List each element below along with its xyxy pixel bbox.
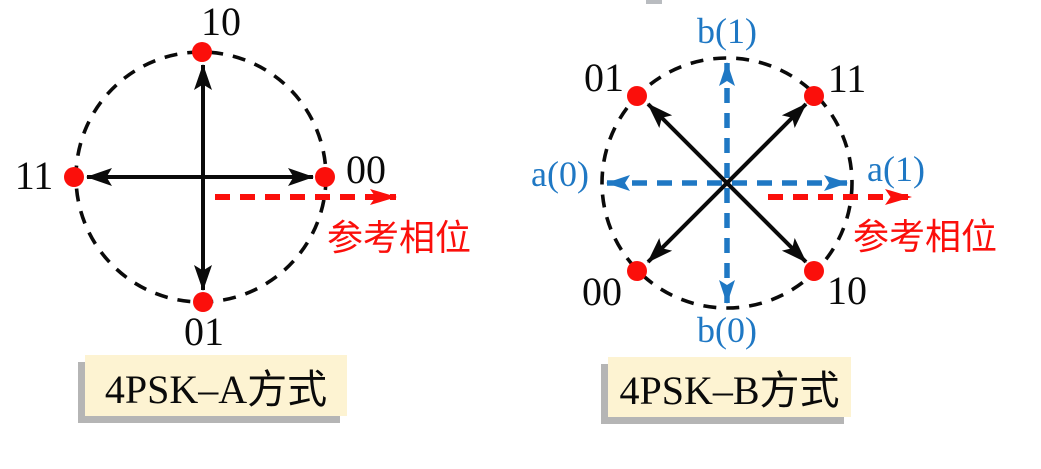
- bits-label-b-bottom-right: 10: [827, 268, 867, 313]
- bits-label-a-left: 11: [14, 153, 54, 198]
- bits-label-b-top-right: 11: [827, 56, 867, 101]
- bits-label-a-right: 00: [346, 147, 386, 192]
- caption-text-a: 4PSK–A方式: [104, 366, 328, 412]
- bits-label-a-top: 10: [201, 0, 241, 44]
- crop-artifact: [646, 0, 662, 4]
- vector-diagonal-se: [646, 102, 808, 264]
- point-b-bottom-right: [804, 261, 824, 281]
- point-b-top-right: [804, 86, 824, 106]
- axis-label-a0: a(0): [531, 154, 589, 194]
- axis-label-b1: b(1): [697, 11, 757, 51]
- reference-phase-label-a: 参考相位: [327, 218, 472, 258]
- reference-phase-label-b: 参考相位: [853, 217, 998, 257]
- point-a-right: [315, 167, 335, 187]
- point-a-bottom: [193, 292, 213, 312]
- point-b-top-left: [627, 86, 647, 106]
- bits-label-b-top-left: 01: [584, 55, 624, 100]
- diagram-a: [64, 42, 397, 312]
- diagram-b: [600, 56, 912, 310]
- caption-box-b: 4PSK–B方式: [608, 357, 851, 417]
- point-b-bottom-left: [627, 261, 647, 281]
- unit-circle-b: [600, 56, 854, 310]
- axis-label-a1: a(1): [867, 149, 925, 189]
- point-a-top: [192, 42, 212, 62]
- caption-box-a: 4PSK–A方式: [85, 355, 347, 416]
- caption-text-b: 4PSK–B方式: [619, 368, 840, 413]
- point-a-left: [64, 167, 84, 187]
- bits-label-b-bottom-left: 00: [582, 269, 622, 314]
- axis-label-b0: b(0): [697, 310, 757, 350]
- bits-label-a-bottom: 01: [184, 309, 224, 354]
